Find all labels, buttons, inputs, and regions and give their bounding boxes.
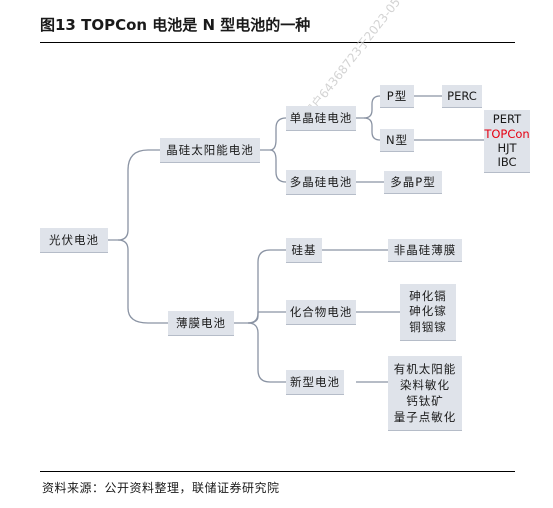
- tech-hjt: HJT: [497, 141, 517, 155]
- source-note: 资料来源：公开资料整理，联储证券研究院: [42, 481, 280, 495]
- node-crystalline-silicon-cell: 晶硅太阳能电池: [160, 138, 260, 163]
- node-thin-film-cell: 薄膜电池: [168, 311, 234, 336]
- node-pv-cell: 光伏电池: [40, 228, 108, 253]
- node-new-type-cell: 新型电池: [286, 370, 344, 395]
- tech-pert: PERT: [492, 112, 522, 127]
- figure-title: 图13 TOPCon 电池是 N 型电池的一种: [40, 16, 311, 34]
- new-tech-item: 钙钛矿: [406, 394, 444, 408]
- tech-topcon: TOPCon: [484, 126, 530, 141]
- new-tech-item: 量子点敏化: [393, 410, 457, 425]
- node-p-type: P型: [380, 85, 414, 108]
- node-perc: PERC: [442, 85, 482, 108]
- node-n-type-technologies: PERT TOPCon HJT IBC: [484, 110, 530, 173]
- new-tech-item: 有机太阳能: [393, 361, 457, 376]
- node-amorphous-silicon-film: 非晶硅薄膜: [388, 239, 462, 262]
- title-rule: [40, 42, 515, 43]
- node-mono-silicon-cell: 单晶硅电池: [286, 106, 356, 131]
- tech-ibc: IBC: [497, 155, 517, 170]
- material-item: 砷化镉: [409, 288, 447, 303]
- node-new-type-technologies: 有机太阳能 染料敏化 钙钛矿 量子点敏化: [388, 356, 462, 431]
- node-multi-silicon-cell: 多晶硅电池: [286, 170, 356, 195]
- node-multi-p-type: 多晶P型: [384, 171, 442, 194]
- node-compound-materials: 砷化镉 砷化镓 铜铟镓: [400, 284, 456, 341]
- material-item: 砷化镓: [409, 304, 447, 319]
- material-item: 铜铟镓: [409, 319, 447, 334]
- node-silicon-based: 硅基: [286, 238, 322, 263]
- new-tech-item: 染料敏化: [400, 377, 450, 392]
- node-n-type: N型: [380, 129, 414, 152]
- source-rule: [40, 471, 515, 472]
- node-compound-cell: 化合物电池: [286, 300, 356, 325]
